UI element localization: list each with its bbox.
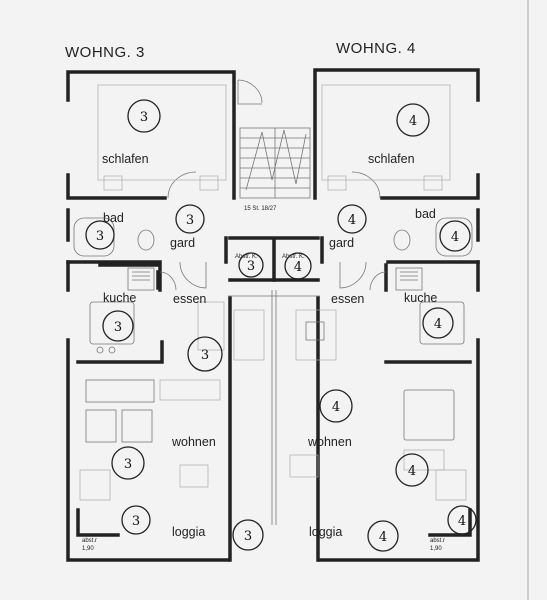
label-essen-3: essen — [173, 292, 206, 306]
unit-marker: 3 — [127, 99, 161, 133]
unit-marker: 3 — [111, 446, 145, 480]
walls-right-unit — [313, 68, 480, 562]
unit-marker: 4 — [395, 453, 429, 487]
unit-4-markers: 4 4 4 4 4 4 4 4 4 — [284, 103, 477, 552]
label-cellar-3: Abstr. K. — [235, 254, 258, 260]
svg-text:3: 3 — [186, 213, 194, 228]
svg-text:3: 3 — [132, 514, 140, 529]
unit-marker: 4 — [337, 204, 367, 234]
unit-3-markers: 3 3 3 3 3 3 3 3 3 — [85, 99, 264, 551]
furniture-left — [73, 84, 265, 501]
svg-text:3: 3 — [124, 457, 132, 472]
furniture-right — [289, 84, 473, 501]
svg-text:4: 4 — [434, 317, 442, 332]
unit-marker: 3 — [102, 310, 134, 342]
unit-marker: 4 — [319, 389, 353, 423]
core-walls — [228, 236, 320, 525]
svg-text:3: 3 — [247, 259, 255, 274]
label-gard-4: gard — [329, 236, 354, 250]
door-swings — [159, 171, 387, 291]
label-wohnen-4: wohnen — [307, 435, 352, 449]
unit-marker: 3 — [121, 505, 151, 535]
walls-left-unit — [66, 70, 236, 562]
label-abst-4: abst.r — [430, 538, 445, 544]
svg-text:4: 4 — [294, 260, 302, 275]
label-abst-3: abst.r — [82, 538, 97, 544]
label-kuche-3: kuche — [103, 291, 136, 305]
label-schlafen-4: schlafen — [368, 152, 415, 166]
label-loggia-4: loggia — [309, 525, 342, 539]
svg-text:4: 4 — [458, 514, 466, 529]
svg-text:3: 3 — [244, 529, 252, 544]
svg-text:3: 3 — [96, 229, 104, 244]
svg-text:4: 4 — [408, 464, 416, 479]
unit-marker: 4 — [367, 520, 399, 552]
svg-text:4: 4 — [332, 400, 340, 415]
unit-marker: 3 — [238, 252, 264, 278]
label-wohnen-3: wohnen — [171, 435, 216, 449]
svg-text:4: 4 — [409, 114, 417, 129]
unit-marker: 4 — [447, 505, 477, 535]
label-loggia-3: loggia — [172, 525, 205, 539]
label-essen-4: essen — [331, 292, 364, 306]
heading-wohnung-3: WOHNG. 3 — [65, 44, 145, 61]
heading-wohnung-4: WOHNG. 4 — [336, 40, 416, 57]
unit-marker: 3 — [175, 204, 205, 234]
label-bad-4: bad — [415, 207, 436, 221]
unit-marker: 3 — [85, 220, 115, 250]
unit-marker: 4 — [284, 252, 312, 280]
unit-marker: 4 — [422, 307, 454, 339]
label-kuche-4: kuche — [404, 291, 437, 305]
svg-text:4: 4 — [348, 213, 356, 228]
label-abst-dim-4: 1,90 — [430, 546, 442, 552]
unit-marker: 3 — [187, 336, 223, 372]
unit-marker: 4 — [439, 220, 471, 252]
svg-text:3: 3 — [201, 348, 209, 363]
label-abst-dim-3: 1,90 — [82, 546, 94, 552]
unit-marker: 4 — [396, 103, 430, 137]
label-bad-3: bad — [103, 211, 124, 225]
stair-note: 15 St. 18/27 — [244, 206, 277, 212]
label-schlafen-3: schlafen — [102, 152, 149, 166]
label-gard-3: gard — [170, 236, 195, 250]
label-cellar-4: Abstr. K. — [282, 254, 305, 260]
svg-text:3: 3 — [114, 320, 122, 335]
svg-text:4: 4 — [451, 230, 459, 245]
unit-marker: 3 — [232, 519, 264, 551]
svg-text:3: 3 — [140, 110, 148, 125]
staircase — [237, 79, 311, 199]
svg-text:4: 4 — [379, 530, 387, 545]
